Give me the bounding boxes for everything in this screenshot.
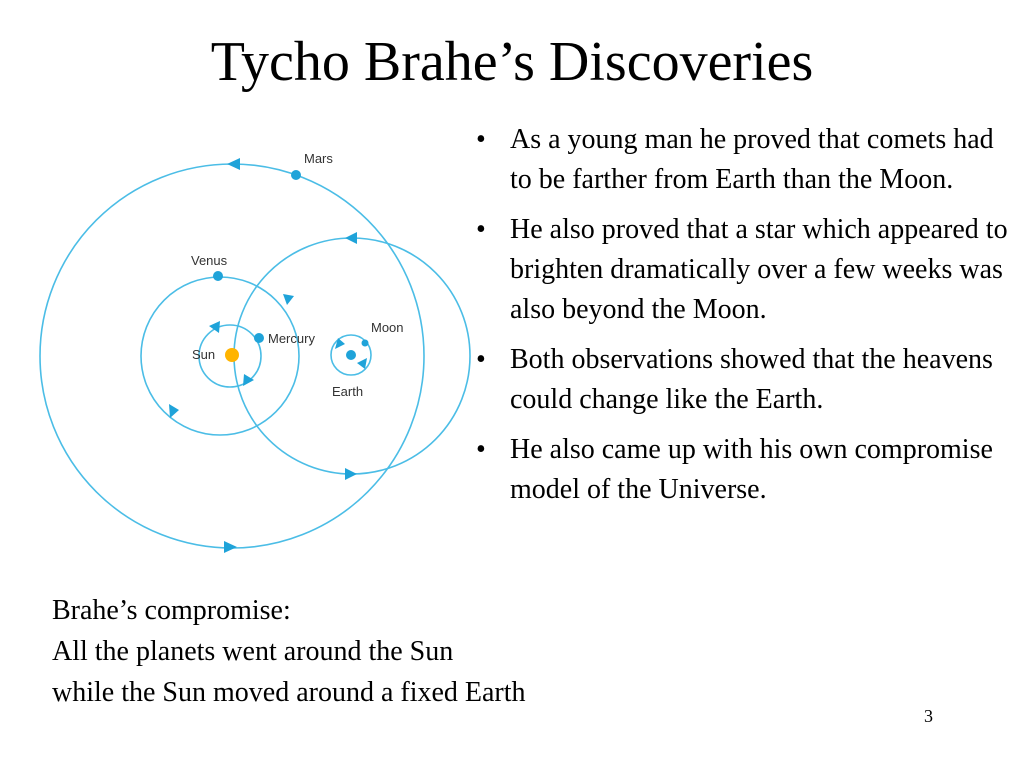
venus-orbit-arrow-icon xyxy=(169,404,179,418)
compromise-caption: Brahe’s compromise: All the planets went… xyxy=(52,590,526,713)
bullet-text: He also came up with his own compromise … xyxy=(510,434,993,505)
bullet-text: Both observations showed that the heaven… xyxy=(510,344,993,415)
caption-line: while the Sun moved around a fixed Earth xyxy=(52,677,526,708)
bullet-text: As a young man he proved that comets had… xyxy=(510,124,994,195)
mercury-orbit-arrow-icon xyxy=(243,374,254,386)
earth-planet xyxy=(346,350,356,360)
page-title: Tycho Brahe’s Discoveries xyxy=(210,31,814,93)
bullet-marker: • xyxy=(476,124,486,155)
mars-orbit-arrow-icon xyxy=(227,158,240,170)
mercury-label: Mercury xyxy=(268,331,315,346)
sun-body xyxy=(225,348,239,362)
sun-orbit-arrow-icon xyxy=(345,468,357,480)
moon-label: Moon xyxy=(371,320,404,335)
caption-line: Brahe’s compromise: xyxy=(52,595,291,626)
caption-line: All the planets went around the Sun xyxy=(52,636,454,667)
list-item: • Both observations showed that the heav… xyxy=(476,340,1021,420)
venus-label: Venus xyxy=(191,253,228,268)
earth-label: Earth xyxy=(332,384,363,399)
moon-orbit-arrow-icon xyxy=(335,338,345,349)
venus-planet xyxy=(213,271,223,281)
mars-orbit-arrow-icon xyxy=(224,541,237,553)
sun-label: Sun xyxy=(192,347,215,362)
mars-label: Mars xyxy=(304,151,333,166)
page-number: 3 xyxy=(924,706,933,726)
sun-orbit-arrow-icon xyxy=(345,232,357,244)
mercury-orbit xyxy=(198,324,262,388)
mars-planet xyxy=(291,170,301,180)
list-item: • As a young man he proved that comets h… xyxy=(476,120,1021,200)
moon-orbit xyxy=(330,334,372,376)
bullet-list: • As a young man he proved that comets h… xyxy=(476,120,1021,520)
bullet-marker: • xyxy=(476,214,486,245)
list-item: • He also proved that a star which appea… xyxy=(476,210,1021,330)
mercury-orbit-arrow-icon xyxy=(209,321,220,333)
bullet-text: He also proved that a star which appeare… xyxy=(510,214,1008,325)
bullet-marker: • xyxy=(476,434,486,465)
bullet-marker: • xyxy=(476,344,486,375)
tychonic-system-diagram: Mars Venus Mercury Sun Moon Earth xyxy=(39,151,471,553)
venus-orbit-arrow-icon xyxy=(283,294,294,305)
venus-orbit xyxy=(140,276,300,436)
mercury-planet xyxy=(254,333,264,343)
moon-planet xyxy=(361,339,369,347)
list-item: • He also came up with his own compromis… xyxy=(476,430,1021,510)
moon-orbit-arrow-icon xyxy=(357,358,367,369)
